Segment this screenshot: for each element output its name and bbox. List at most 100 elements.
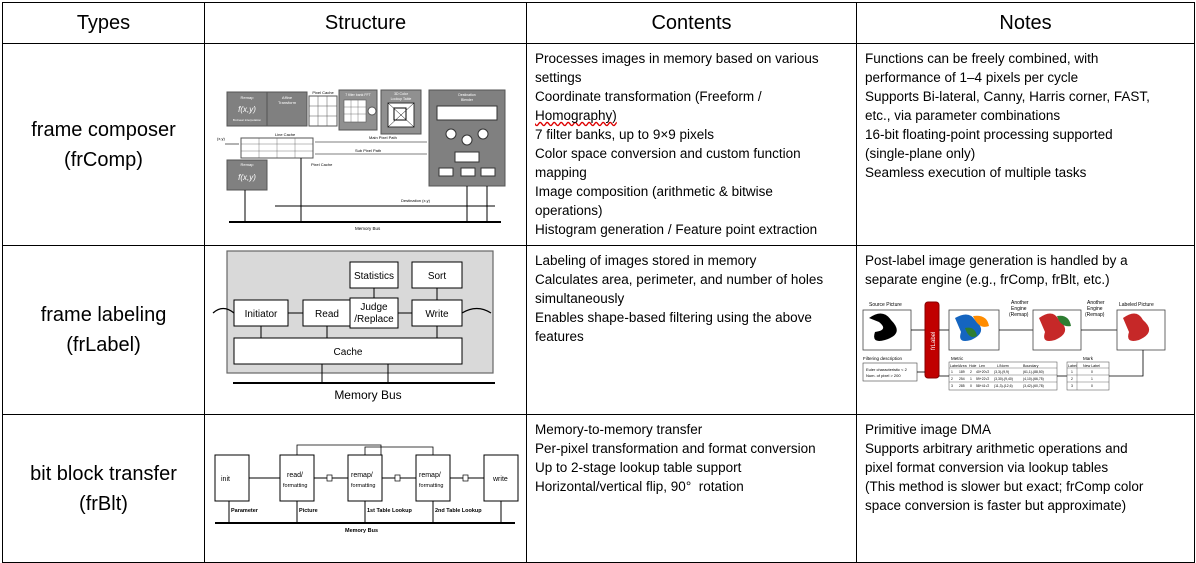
- type-cell: frame composer (frComp): [2, 43, 205, 246]
- frlabel-engine-block: [924, 301, 940, 379]
- mark-cell: 3: [1071, 384, 1073, 388]
- notes-line: Post-label image generation is handled b…: [865, 253, 1128, 268]
- fxy2-label: f(x,y): [238, 173, 256, 182]
- contents-line: Image composition (arithmetic & bitwise: [535, 184, 773, 199]
- read-label: read/: [287, 472, 303, 479]
- header-structure: Structure: [204, 2, 527, 44]
- mark-cell: 1: [1091, 377, 1093, 381]
- replace-label: /Replace: [354, 314, 394, 325]
- contents-line: Memory-to-memory transfer: [535, 422, 703, 437]
- structure-cell: Statistics Sort Initiator Read Judge /Re…: [204, 245, 527, 415]
- metric-header: Boundary: [1023, 364, 1039, 368]
- contents-line: Horizontal/vertical flip, 90° rotation: [535, 479, 744, 494]
- affine-label: Affine: [282, 95, 293, 100]
- metric-cell: 285: [959, 384, 965, 388]
- remap-engine-label-2: (Remap): [1085, 312, 1105, 318]
- mark-cell: 0: [1091, 370, 1093, 374]
- type-name: bit block transfer: [30, 462, 177, 485]
- table-row: frame composer (frComp) Remap f(x,y) Bi-…: [2, 43, 1195, 246]
- structure-cell: init read/ formatting remap/ formatting …: [204, 414, 527, 563]
- frlabel-block-diagram: Statistics Sort Initiator Read Judge /Re…: [212, 250, 495, 402]
- contents-line: Processes images in memory based on vari…: [535, 51, 819, 66]
- type-name: frame composer: [31, 118, 176, 141]
- initiator-label: Initiator: [245, 309, 278, 320]
- sub-pixel-path-label: Sub Pixel Path: [355, 148, 381, 153]
- notes-line: separate engine (e.g., frComp, frBlt, et…: [865, 272, 1110, 287]
- memory-bus-label: Memory Bus: [334, 388, 401, 402]
- metric-header: Area: [959, 364, 967, 368]
- mark-header: Label: [1068, 364, 1077, 368]
- main-pixel-path-label: Main Pixel Path: [369, 135, 397, 140]
- contents-line: Histogram generation / Feature point ext…: [535, 222, 818, 237]
- remap1-formatting-label: formatting: [351, 483, 375, 489]
- type-cell: frame labeling (frLabel): [2, 245, 205, 415]
- type-code: (frComp): [64, 148, 143, 171]
- contents-line: simultaneously: [535, 291, 625, 306]
- metric-cell: 59+22√2: [976, 377, 989, 381]
- metric-label: Metric: [951, 356, 964, 361]
- blender-label: Blender: [461, 98, 474, 102]
- contents-line: settings: [535, 70, 582, 85]
- contents-line: features: [535, 329, 584, 344]
- mark-cell: 1: [1071, 370, 1073, 374]
- fxy-label: f(x,y): [238, 105, 256, 114]
- notes-cell: Primitive image DMA Supports arbitrary a…: [856, 414, 1195, 563]
- notes-line: pixel format conversion via lookup table…: [865, 460, 1109, 475]
- filtering-description-label: Filtering description: [863, 356, 903, 361]
- header-row: Types Structure Contents Notes: [2, 2, 1195, 44]
- read-label: Read: [315, 309, 339, 320]
- contents-cell: Processes images in memory based on vari…: [526, 43, 857, 246]
- table2-label: 2nd Table Lookup: [435, 508, 482, 514]
- source-picture-label: Source Picture: [869, 302, 902, 308]
- type-code: (frLabel): [66, 334, 141, 356]
- metric-cell: 254: [959, 377, 965, 381]
- header-types: Types: [2, 2, 205, 44]
- metric-cell: (3,30)-(9,40): [994, 377, 1013, 381]
- labeled-picture-label: Labeled Picture: [1119, 302, 1154, 308]
- type-name: frame labeling: [40, 304, 167, 326]
- remap-block: [226, 91, 268, 127]
- contents-line: Color space conversion and custom functi…: [535, 146, 801, 161]
- type-code: (frBlt): [79, 492, 128, 515]
- remap-label: Remap: [241, 95, 255, 100]
- metric-cell: 40+20√2: [976, 370, 989, 374]
- remap1-label: remap/: [351, 472, 373, 479]
- metric-cell: 3: [951, 384, 953, 388]
- labeling-flow-diagram: Source Picture frLabel Another Engine (R…: [862, 300, 1166, 391]
- destination-xy-label: Destination (x,y): [401, 198, 431, 203]
- contents-cell: Labeling of images stored in memory Calc…: [526, 245, 857, 415]
- contents-line: Coordinate transformation (Freeform /: [535, 89, 762, 104]
- lut-3d-label: 3D Color: [394, 92, 409, 96]
- header-contents: Contents: [526, 2, 857, 44]
- pixel-cache-block: [308, 95, 338, 127]
- engine-label: Engine: [1011, 306, 1027, 312]
- notes-line: performance of 1–4 pixels per cycle: [865, 70, 1079, 85]
- metric-cell: 58+41√2: [976, 384, 989, 388]
- notes-line: Supports arbitrary arithmetic operations…: [865, 441, 1128, 456]
- metric-cell: (4,10)-(66,75): [1023, 377, 1044, 381]
- notes-line: Supports Bi-lateral, Canny, Harris corne…: [865, 89, 1150, 104]
- metric-table: Label Area Hole Len L/Norm Boundary 1 18…: [948, 361, 1058, 391]
- table1-label: 1st Table Lookup: [367, 508, 412, 514]
- picture-label: Picture: [299, 508, 318, 514]
- frcomp-block-diagram: Remap f(x,y) Bi-linear interpolation Aff…: [217, 88, 513, 233]
- metric-cell: 1: [970, 377, 972, 381]
- contents-line: Calculates area, perimeter, and number o…: [535, 272, 824, 287]
- line-cache-label: Line Cache: [275, 132, 296, 137]
- notes-cell: Functions can be freely combined, with p…: [856, 43, 1195, 246]
- metric-header: Len: [979, 364, 985, 368]
- contents-line: operations): [535, 203, 603, 218]
- remap-engine-label: (Remap): [1009, 312, 1029, 318]
- contents-line: Per-pixel transformation and format conv…: [535, 441, 816, 456]
- mark-label: Mark: [1083, 356, 1094, 361]
- metric-cell: (3,42)-(60,78): [1023, 384, 1044, 388]
- type-cell: bit block transfer (frBlt): [2, 414, 205, 563]
- contents-line: Labeling of images stored in memory: [535, 253, 757, 268]
- contents-line: 7 filter banks, up to 9×9 pixels: [535, 127, 714, 142]
- notes-line: space conversion is faster but approxima…: [865, 498, 1127, 513]
- parameter-label: Parameter: [231, 508, 259, 514]
- remap2-formatting-label: formatting: [419, 483, 443, 489]
- sort-box: [411, 261, 463, 289]
- init-label: init: [221, 476, 230, 483]
